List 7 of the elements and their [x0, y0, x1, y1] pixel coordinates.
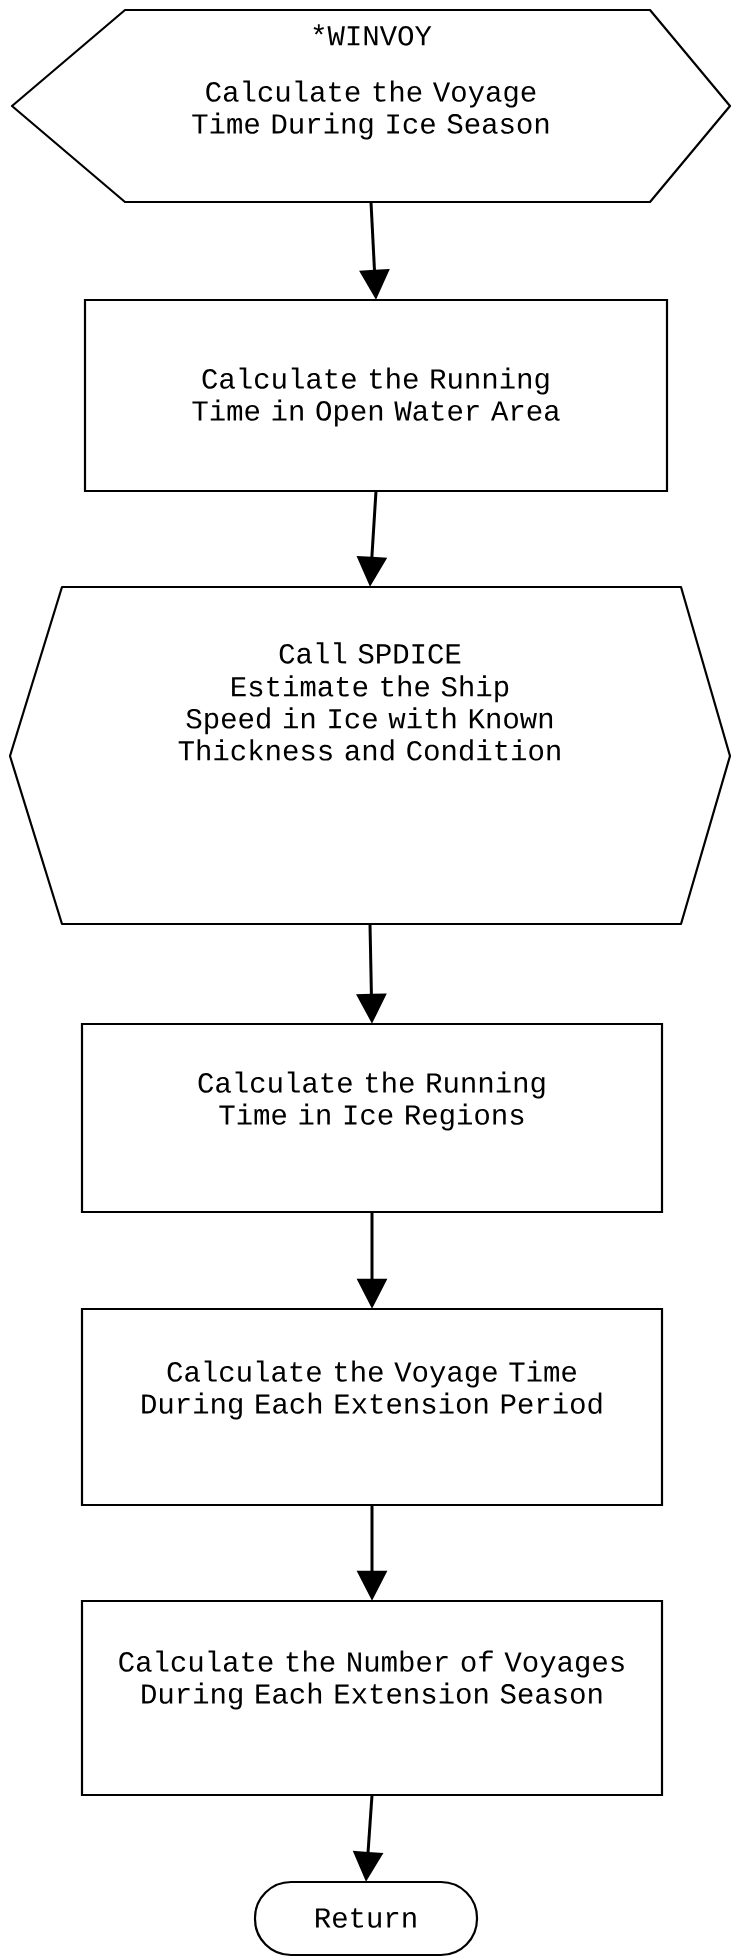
process-box: Calculate the Voyage Time During Each Extension Period — [80, 1307, 664, 1507]
terminator: Return — [253, 1880, 479, 1957]
process-box: Calculate the Running Time in Open Water Area — [83, 298, 669, 493]
process-box: Calculate the Running Time in Ice Regions — [80, 1022, 664, 1214]
hexagon-box: *WINVOY Calculate the Voyage Time During Ice Season — [10, 8, 732, 204]
process-box: Calculate the Number of Voyages During Each Extension Season — [80, 1599, 664, 1797]
hexagon-box: Call SPDICE Estimate the Ship Speed in Ice with Known Thickness and Condition — [8, 585, 732, 926]
